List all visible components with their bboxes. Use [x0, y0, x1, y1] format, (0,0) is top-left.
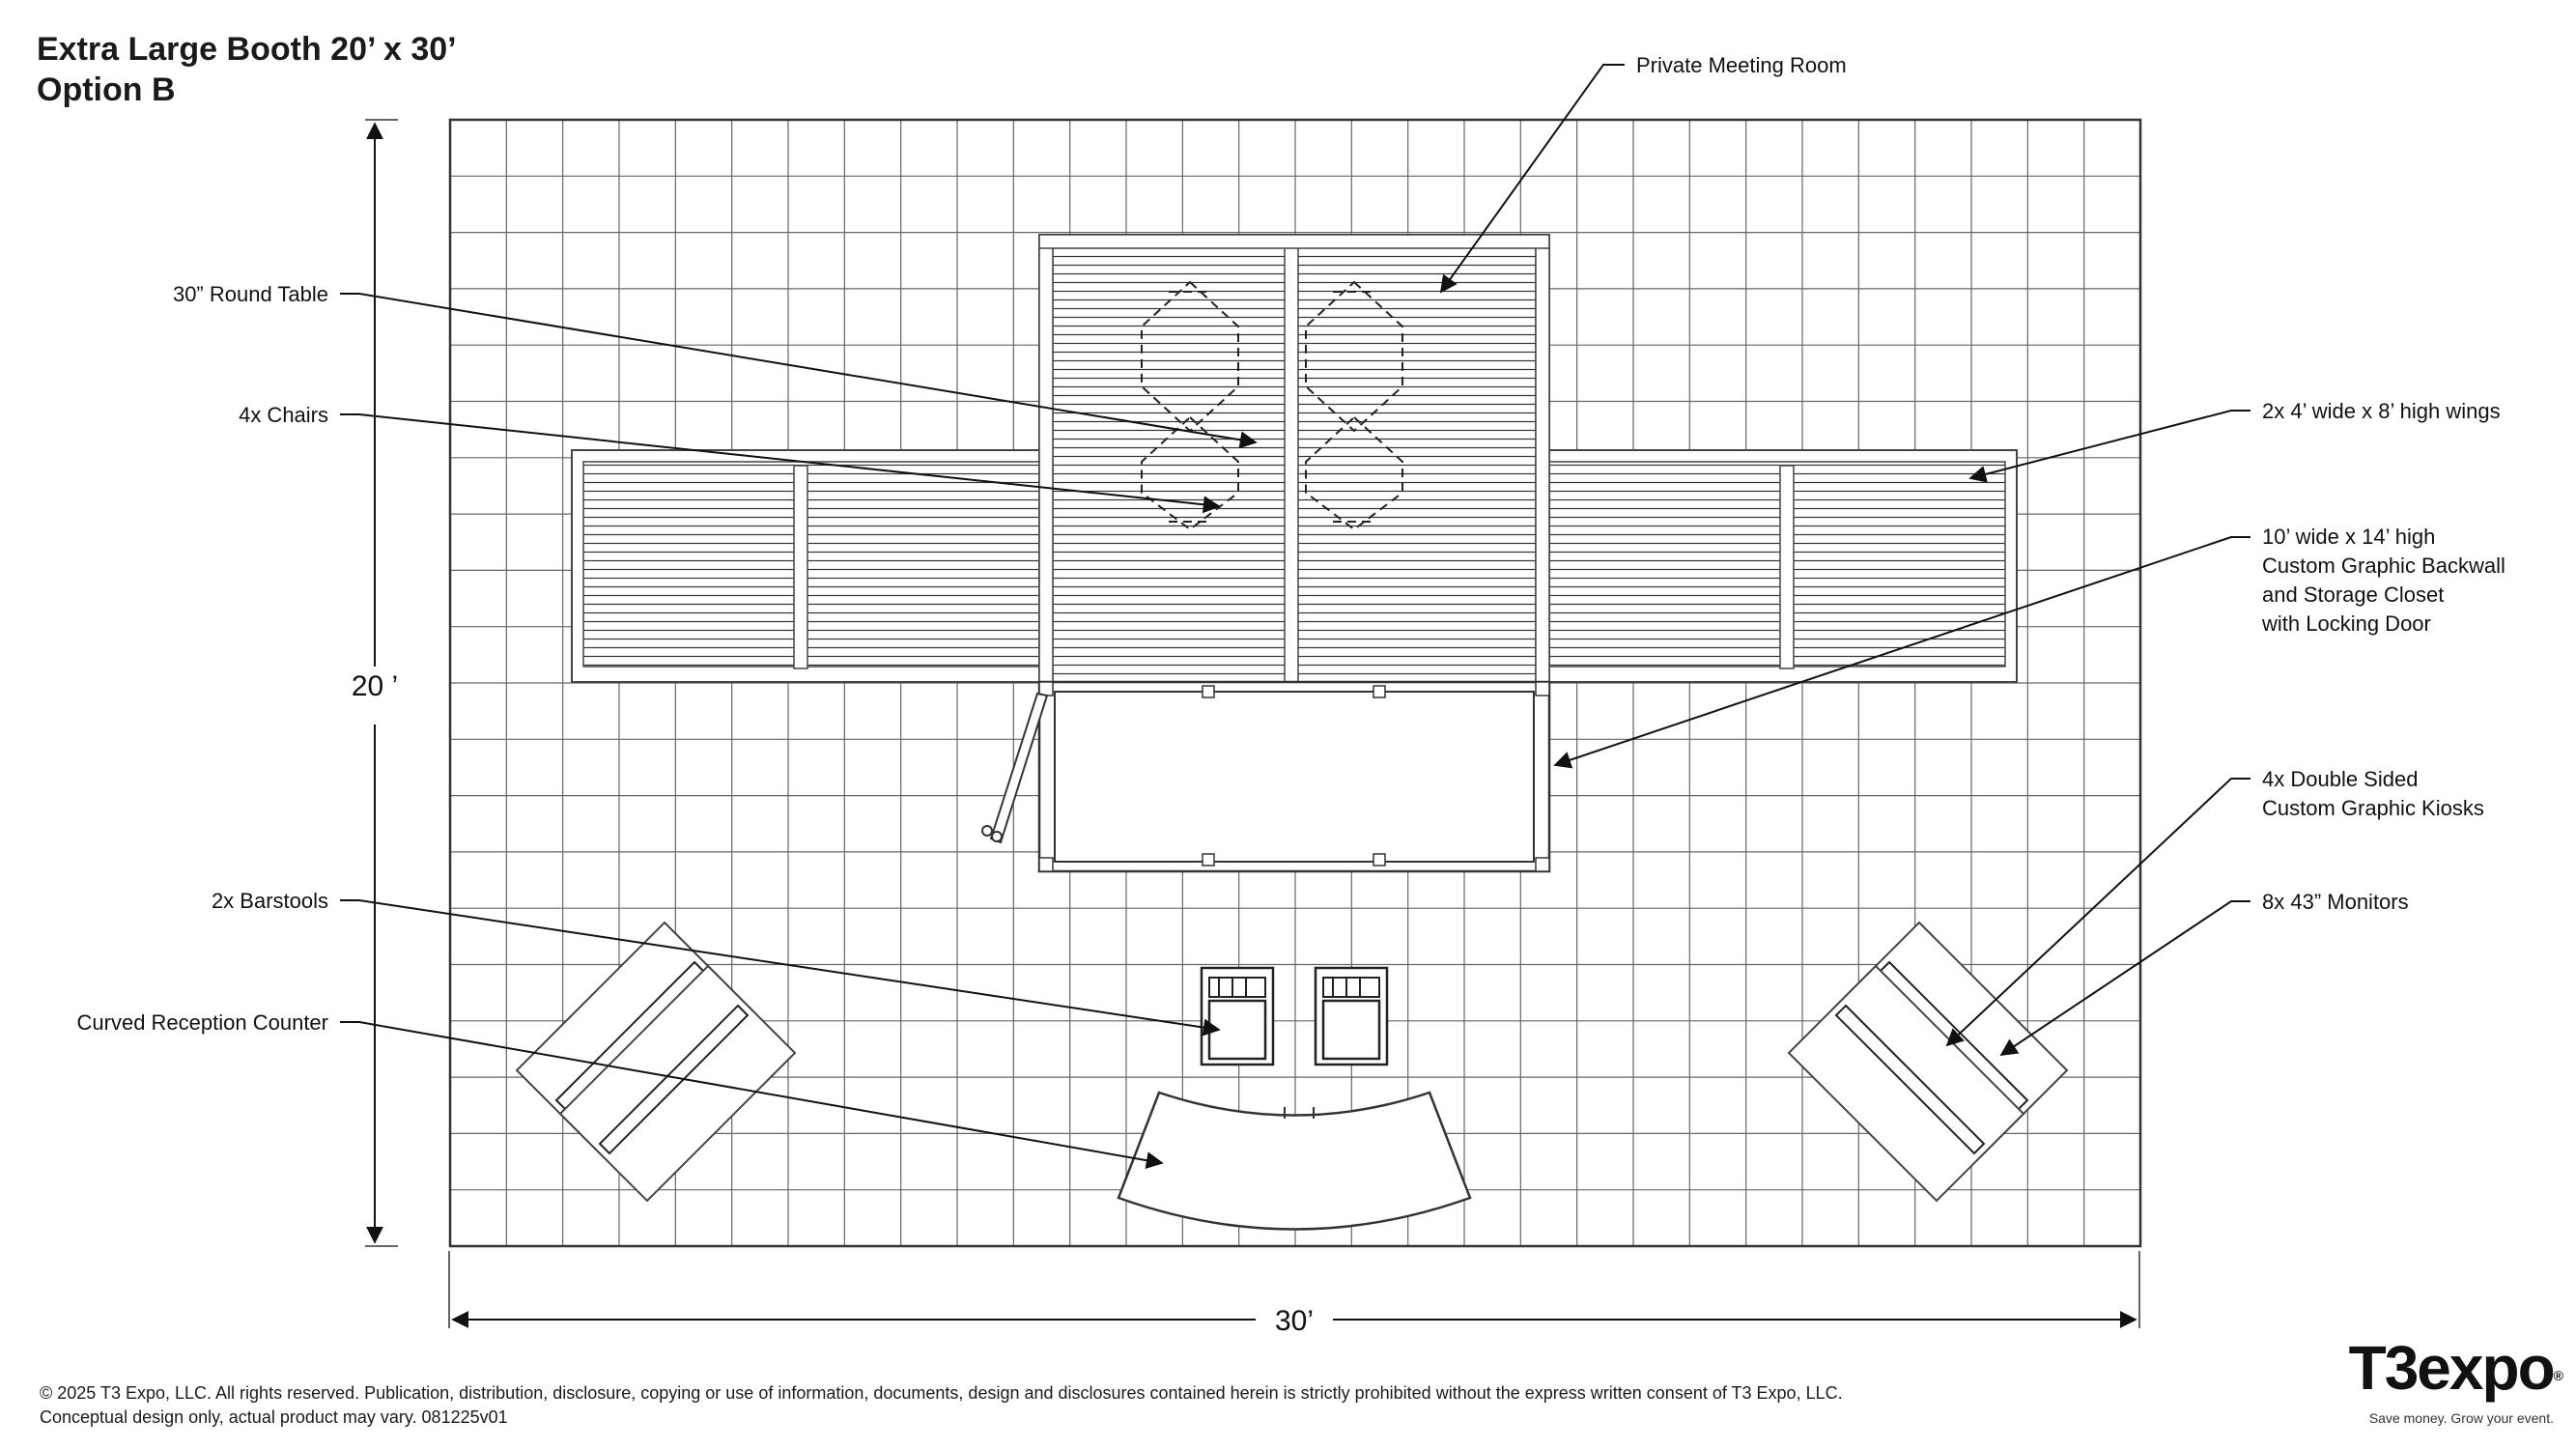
copyright-notice: © 2025 T3 Expo, LLC. All rights reserved…: [40, 1383, 1843, 1403]
kiosk-left-front: [558, 964, 797, 1203]
title-line-1: Extra Large Booth 20’ x 30’: [37, 31, 457, 68]
width-dimension: 30’: [448, 1251, 2140, 1337]
label-backwall-line-4: with Locking Door: [2261, 611, 2431, 636]
round-table-set-right: [1305, 280, 1403, 531]
label-backwall-line-1: 10’ wide x 14’ high: [2262, 525, 2435, 549]
curved-reception-counter: [1117, 1091, 1472, 1231]
label-monitors: 8x 43” Monitors: [2262, 890, 2409, 914]
label-private-meeting-room: Private Meeting Room: [1636, 53, 1847, 77]
private-meeting-room: [1038, 234, 1550, 685]
registered-mark: ®: [2553, 1368, 2563, 1383]
diagram-title: Extra Large Booth 20’ x 30’ Option B: [37, 29, 457, 110]
barstool-right: [1314, 966, 1389, 1066]
label-barstools: 2x Barstools: [212, 889, 328, 913]
logo-wordmark: T3expo®: [2348, 1333, 2563, 1403]
copyright-footer: © 2025 T3 Expo, LLC. All rights reserved…: [40, 1381, 1843, 1430]
label-backwall-line-3: and Storage Closet: [2262, 582, 2444, 607]
label-round-table: 30” Round Table: [173, 282, 328, 306]
height-label: 20 ’: [352, 670, 398, 702]
label-wings: 2x 4’ wide x 8’ high wings: [2262, 399, 2501, 423]
width-label: 30’: [1275, 1305, 1314, 1337]
wing-left: [571, 449, 1046, 683]
t3-expo-logo: T3expo® Save money. Grow your event.: [2348, 1333, 2563, 1430]
storage-closet: [1037, 680, 1551, 873]
design-disclaimer: Conceptual design only, actual product m…: [40, 1407, 508, 1427]
label-kiosks-line-2: Custom Graphic Kiosks: [2262, 796, 2484, 820]
barstool-left: [1200, 966, 1275, 1066]
label-chairs: 4x Chairs: [239, 403, 328, 427]
title-line-2: Option B: [37, 71, 176, 108]
logo-brand: T3expo: [2348, 1333, 2556, 1403]
kiosk-right-front: [1787, 964, 2025, 1203]
leader-lines: [340, 64, 2250, 1170]
booth-outline: [448, 118, 2142, 1248]
wing-right: [1537, 449, 2018, 683]
label-kiosks-line-1: 4x Double Sided: [2262, 767, 2418, 791]
closet-door: [981, 692, 1049, 844]
label-backwall-line-2: Custom Graphic Backwall: [2262, 554, 2505, 578]
height-dimension: 20 ’: [352, 119, 398, 1247]
logo-tagline: Save money. Grow your event.: [2368, 1410, 2554, 1426]
label-reception-counter: Curved Reception Counter: [77, 1010, 328, 1035]
